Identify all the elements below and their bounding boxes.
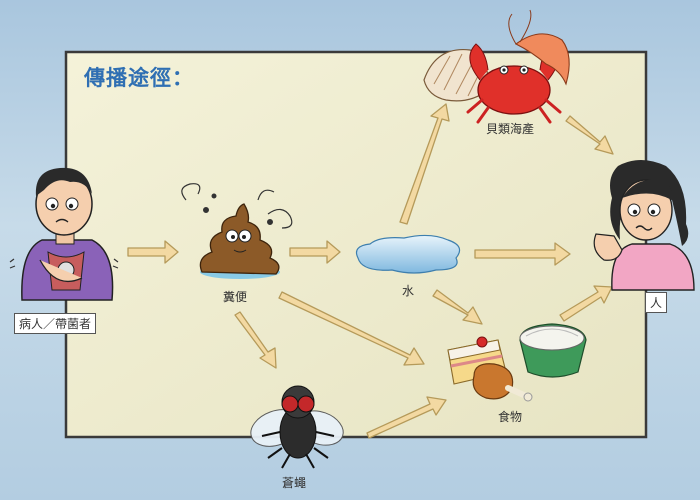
arrow-water-to-food <box>432 289 483 325</box>
feces-illustration <box>181 183 293 279</box>
water-puddle <box>355 234 461 274</box>
arrows <box>127 103 614 439</box>
arrow-food-to-person <box>559 285 613 322</box>
fly-illustration <box>250 385 344 469</box>
arrow-water-to-shellfish <box>399 103 450 225</box>
food-illustration <box>447 323 587 402</box>
person-illustration <box>593 160 695 291</box>
label-feces: 糞便 <box>223 290 248 304</box>
label-food: 食物 <box>498 410 523 424</box>
arrow-feces-to-water <box>289 240 341 264</box>
arrow-shellfish-to-person <box>565 115 614 155</box>
arrow-patient-to-feces <box>127 240 179 264</box>
arrow-water-to-person <box>474 242 571 266</box>
arrow-feces-to-food <box>278 291 425 366</box>
label-person: 人 <box>645 292 668 313</box>
label-patient: 病人／帶菌者 <box>14 313 97 334</box>
shellfish-illustration <box>423 9 570 124</box>
arrow-feces-to-fly <box>234 311 277 369</box>
patient-illustration <box>9 167 119 301</box>
label-water: 水 <box>402 284 415 298</box>
arrow-fly-to-food <box>366 396 447 439</box>
label-shellfish: 貝類海產 <box>486 122 535 136</box>
label-fly: 蒼蠅 <box>282 476 307 490</box>
page-title: 傳播途徑： <box>84 66 194 90</box>
